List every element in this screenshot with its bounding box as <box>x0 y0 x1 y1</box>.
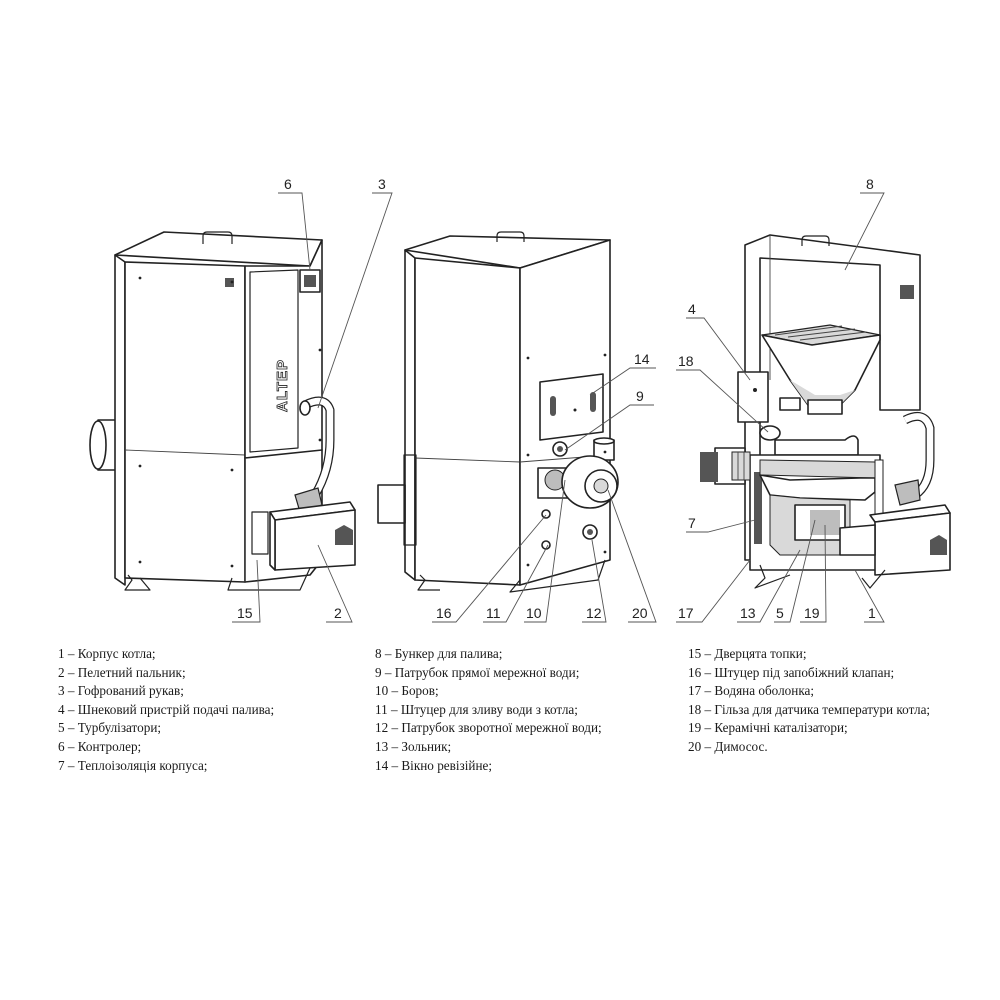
leader-10 <box>524 479 566 623</box>
legend-item-11: 11 – Штуцер для зливу води з котла; <box>375 701 578 717</box>
callout-12: 12 <box>586 605 602 621</box>
legend-item-3: 3 – Гофрований рукав; <box>58 683 184 699</box>
leader-18 <box>676 369 769 433</box>
legend-item-5: 5 – Турбулізатори; <box>58 720 162 736</box>
sensor-sleeve-18 <box>759 425 781 441</box>
leader-4 <box>686 317 751 381</box>
legend-item-14: 14 – Вікно ревізійне; <box>375 757 493 773</box>
callout-5: 5 <box>776 605 784 621</box>
callout-14: 14 <box>634 351 650 367</box>
leader-16 <box>432 514 547 623</box>
leader-1 <box>854 569 885 623</box>
callout-numbers: 6 3 15 2 14 9 16 11 10 12 20 8 4 18 7 17… <box>237 176 876 621</box>
callout-1: 1 <box>868 605 876 621</box>
furnace-door-15 <box>251 511 269 555</box>
legend-item-12: 12 – Патрубок зворотної мережної води; <box>375 720 602 736</box>
revision-window-14 <box>539 373 604 441</box>
leader-15 <box>232 559 261 623</box>
legend-item-17: 17 – Водяна оболонка; <box>688 683 815 699</box>
legend-item-15: 15 – Дверцята топки; <box>688 646 807 661</box>
ceramic-catalysts-19 <box>810 510 840 535</box>
legend-item-18: 18 – Гільза для датчика температури котл… <box>688 701 931 717</box>
leader-11 <box>483 544 549 623</box>
boiler-top <box>114 231 323 267</box>
callout-lines <box>232 192 885 623</box>
legend-item-2: 2 – Пелетний пальник; <box>58 664 186 680</box>
legend-item-10: 10 – Боров; <box>375 683 439 699</box>
leader-17 <box>676 559 751 623</box>
callout-8: 8 <box>866 176 874 192</box>
legend-item-4: 4 – Шнековий пристрій подачі палива; <box>58 701 275 717</box>
safety-valve-fitting-16 <box>541 509 551 519</box>
water-jacket-17 <box>754 472 762 544</box>
leader-9 <box>564 404 654 451</box>
callout-15: 15 <box>237 605 253 621</box>
leader-19 <box>800 524 827 623</box>
legend-item-13: 13 – Зольник; <box>375 738 452 754</box>
callout-10: 10 <box>526 605 542 621</box>
legend-item-16: 16 – Штуцер під запобіжний клапан; <box>688 664 895 680</box>
boiler-view-cutaway <box>700 234 951 589</box>
callout-18: 18 <box>678 353 694 369</box>
legend-column-3: 15 – Дверцята топки; 16 – Штуцер під зап… <box>688 645 930 757</box>
callout-2: 2 <box>334 605 342 621</box>
brand-text: ALTEP <box>274 359 291 412</box>
callout-6: 6 <box>284 176 292 192</box>
callout-20: 20 <box>632 605 648 621</box>
legend-item-6: 6 – Контролер; <box>58 738 142 754</box>
boiler-body <box>124 261 246 583</box>
callout-7: 7 <box>688 515 696 531</box>
legend-item-7: 7 – Теплоізоляція корпуса; <box>58 757 208 773</box>
legend-column-1: 1 – Корпус котла; 2 – Пелетний пальник; … <box>58 645 274 775</box>
callout-19: 19 <box>804 605 820 621</box>
boiler-view-front: ALTEP <box>89 231 356 591</box>
legend-item-9: 9 – Патрубок прямої мережної води; <box>375 664 580 680</box>
legend-item-1: 1 – Корпус котла; <box>58 646 156 661</box>
callout-11: 11 <box>486 605 501 621</box>
leader-13 <box>737 549 801 623</box>
leader-8 <box>844 192 885 271</box>
callout-13: 13 <box>740 605 756 621</box>
top-handle <box>202 231 233 244</box>
legend-item-20: 20 – Димосос. <box>688 738 768 754</box>
callout-9: 9 <box>636 388 644 404</box>
legend-item-19: 19 – Керамічні каталізатори; <box>688 720 848 736</box>
auger-feeder-4 <box>737 371 769 423</box>
leader-20 <box>607 489 657 623</box>
boiler-view-rear <box>377 231 619 593</box>
leader-6 <box>278 192 311 271</box>
callout-3: 3 <box>378 176 386 192</box>
legend-column-2: 8 – Бункер для палива; 9 – Патрубок прям… <box>375 645 602 775</box>
callout-16: 16 <box>436 605 452 621</box>
leader-12 <box>582 539 607 623</box>
callout-17: 17 <box>678 605 694 621</box>
leader-7 <box>686 519 756 533</box>
leader-14 <box>589 367 656 396</box>
leader-3 <box>317 192 393 409</box>
leader-2 <box>317 544 353 623</box>
legend-item-8: 8 – Бункер для палива; <box>375 646 503 661</box>
callout-4: 4 <box>688 301 696 317</box>
leader-5 <box>774 519 816 623</box>
